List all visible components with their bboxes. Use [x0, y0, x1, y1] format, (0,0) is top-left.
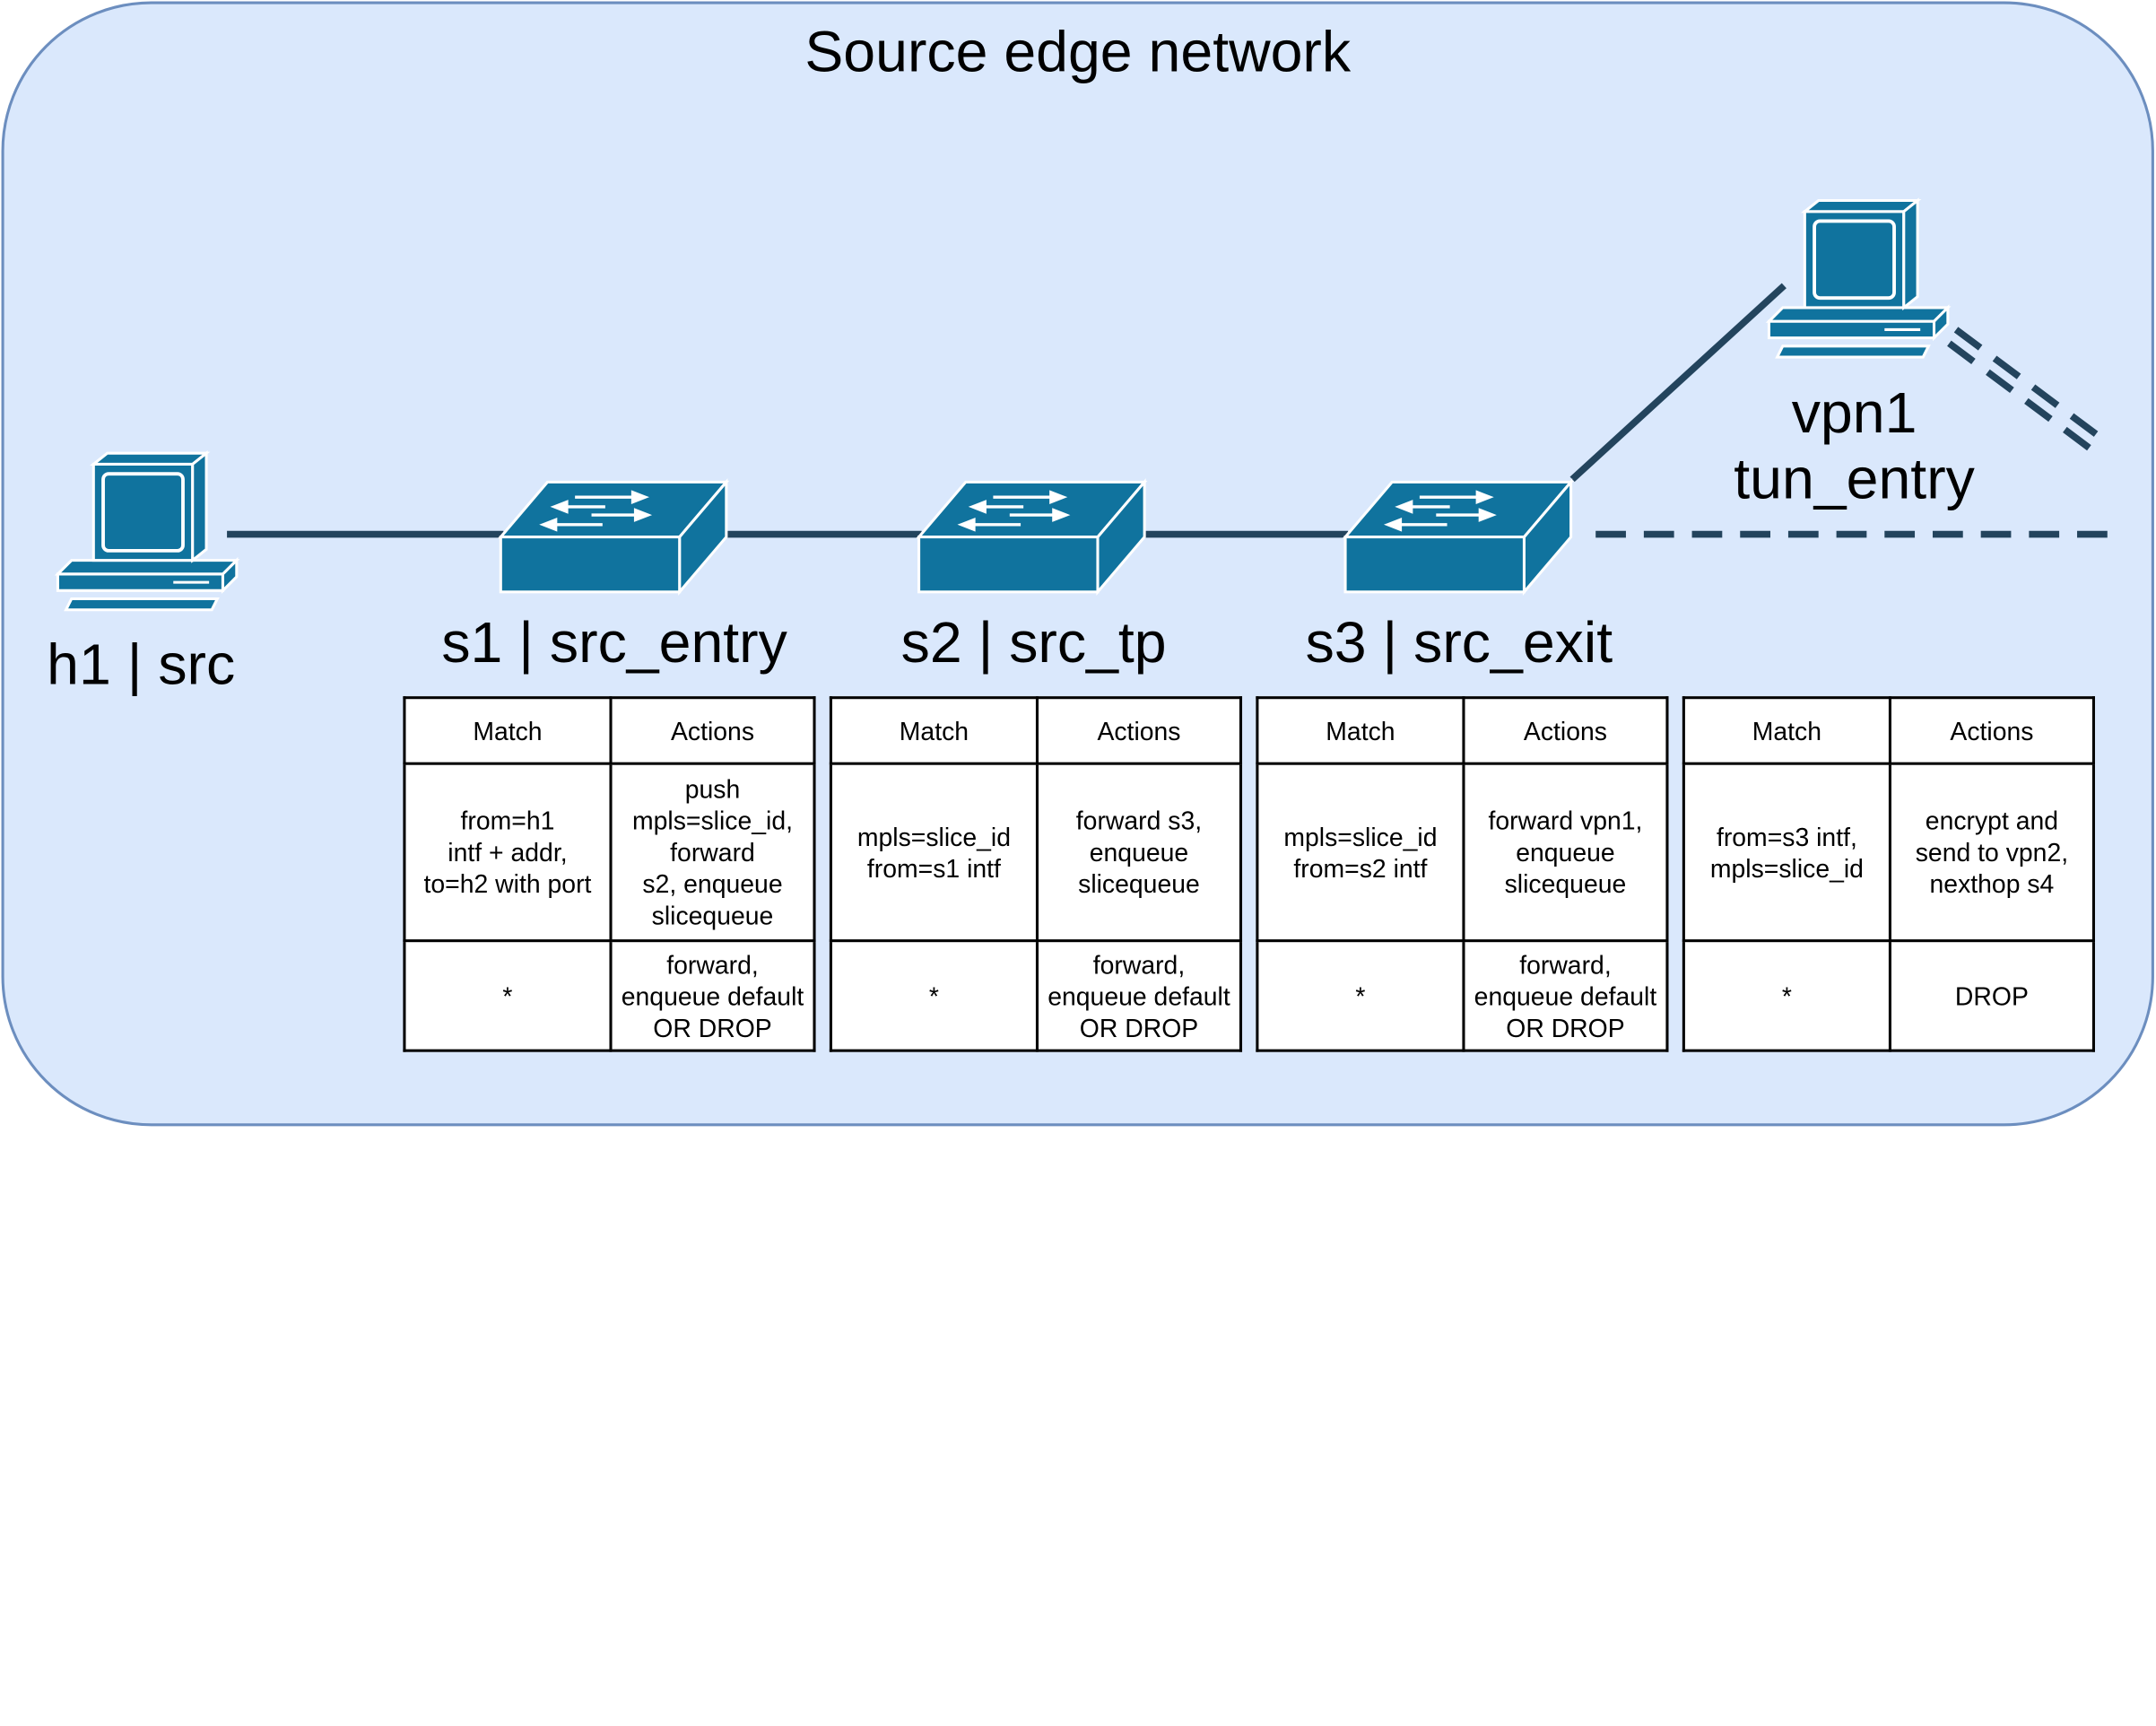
actions-cell: forward vpn1, enqueue slicequeue [1462, 762, 1669, 943]
actions-header: Actions [1462, 696, 1669, 765]
actions-header: Actions [1035, 696, 1243, 765]
table-row: * forward, enqueue default OR DROP [1256, 939, 1669, 1052]
actions-cell: forward, enqueue default OR DROP [609, 939, 816, 1052]
table-header-row: Match Actions [829, 696, 1243, 765]
actions-cell: push mpls=slice_id, forward s2, enqueue … [609, 762, 816, 943]
vpn1-label: vpn1 tun_entry [1717, 380, 1992, 512]
s1-switch-icon [499, 480, 728, 594]
match-header: Match [1682, 696, 1891, 765]
table-row: from=h1 intf + addr, to=h2 with port pus… [403, 762, 816, 943]
vpn1-label-role: tun_entry [1734, 446, 1975, 511]
match-header: Match [1256, 696, 1465, 765]
match-cell: mpls=slice_id from=s2 intf [1256, 762, 1465, 943]
s2-label: s2 | src_tp [900, 609, 1167, 675]
s3-label: s3 | src_exit [1305, 609, 1613, 675]
table-row: mpls=slice_id from=s2 intf forward vpn1,… [1256, 762, 1669, 943]
s3-switch-icon [1343, 480, 1573, 594]
match-cell: * [1256, 939, 1465, 1052]
vpn1-label-name: vpn1 [1791, 380, 1917, 446]
match-cell: from=h1 intf + addr, to=h2 with port [403, 762, 613, 943]
h1-label: h1 | src [47, 632, 236, 697]
s1-label: s1 | src_entry [441, 609, 787, 675]
actions-cell: forward, enqueue default OR DROP [1462, 939, 1669, 1052]
match-header: Match [403, 696, 613, 765]
table-row: * forward, enqueue default OR DROP [403, 939, 816, 1052]
table-header-row: Match Actions [403, 696, 816, 765]
flow-table-s2: Match Actions mpls=slice_id from=s1 intf… [829, 696, 1243, 1052]
actions-header: Actions [1888, 696, 2095, 765]
table-header-row: Match Actions [1682, 696, 2095, 765]
link-s3-vpn1 [1569, 283, 1787, 483]
match-cell: * [829, 939, 1039, 1052]
match-cell: * [403, 939, 613, 1052]
actions-cell: forward s3, enqueue slicequeue [1035, 762, 1243, 943]
table-row: * DROP [1682, 939, 2095, 1052]
table-row: from=s3 intf, mpls=slice_id encrypt and … [1682, 762, 2095, 943]
table-row: * forward, enqueue default OR DROP [829, 939, 1243, 1052]
match-cell: * [1682, 939, 1891, 1052]
flow-table-s3: Match Actions mpls=slice_id from=s2 intf… [1256, 696, 1669, 1052]
match-cell: from=s3 intf, mpls=slice_id [1682, 762, 1891, 943]
actions-cell: forward, enqueue default OR DROP [1035, 939, 1243, 1052]
match-header: Match [829, 696, 1039, 765]
actions-cell: DROP [1888, 939, 2095, 1052]
flow-table-vpn1: Match Actions from=s3 intf, mpls=slice_i… [1682, 696, 2095, 1052]
actions-header: Actions [609, 696, 816, 765]
actions-cell: encrypt and send to vpn2, nexthop s4 [1888, 762, 2095, 943]
table-row: mpls=slice_id from=s1 intf forward s3, e… [829, 762, 1243, 943]
s2-switch-icon [917, 480, 1146, 594]
flow-table-s1: Match Actions from=h1 intf + addr, to=h2… [403, 696, 816, 1052]
table-header-row: Match Actions [1256, 696, 1669, 765]
dashed-tunnel-vpn1-outbound [1947, 327, 2111, 460]
match-cell: mpls=slice_id from=s1 intf [829, 762, 1039, 943]
diagram-title: Source edge network [804, 19, 1352, 84]
